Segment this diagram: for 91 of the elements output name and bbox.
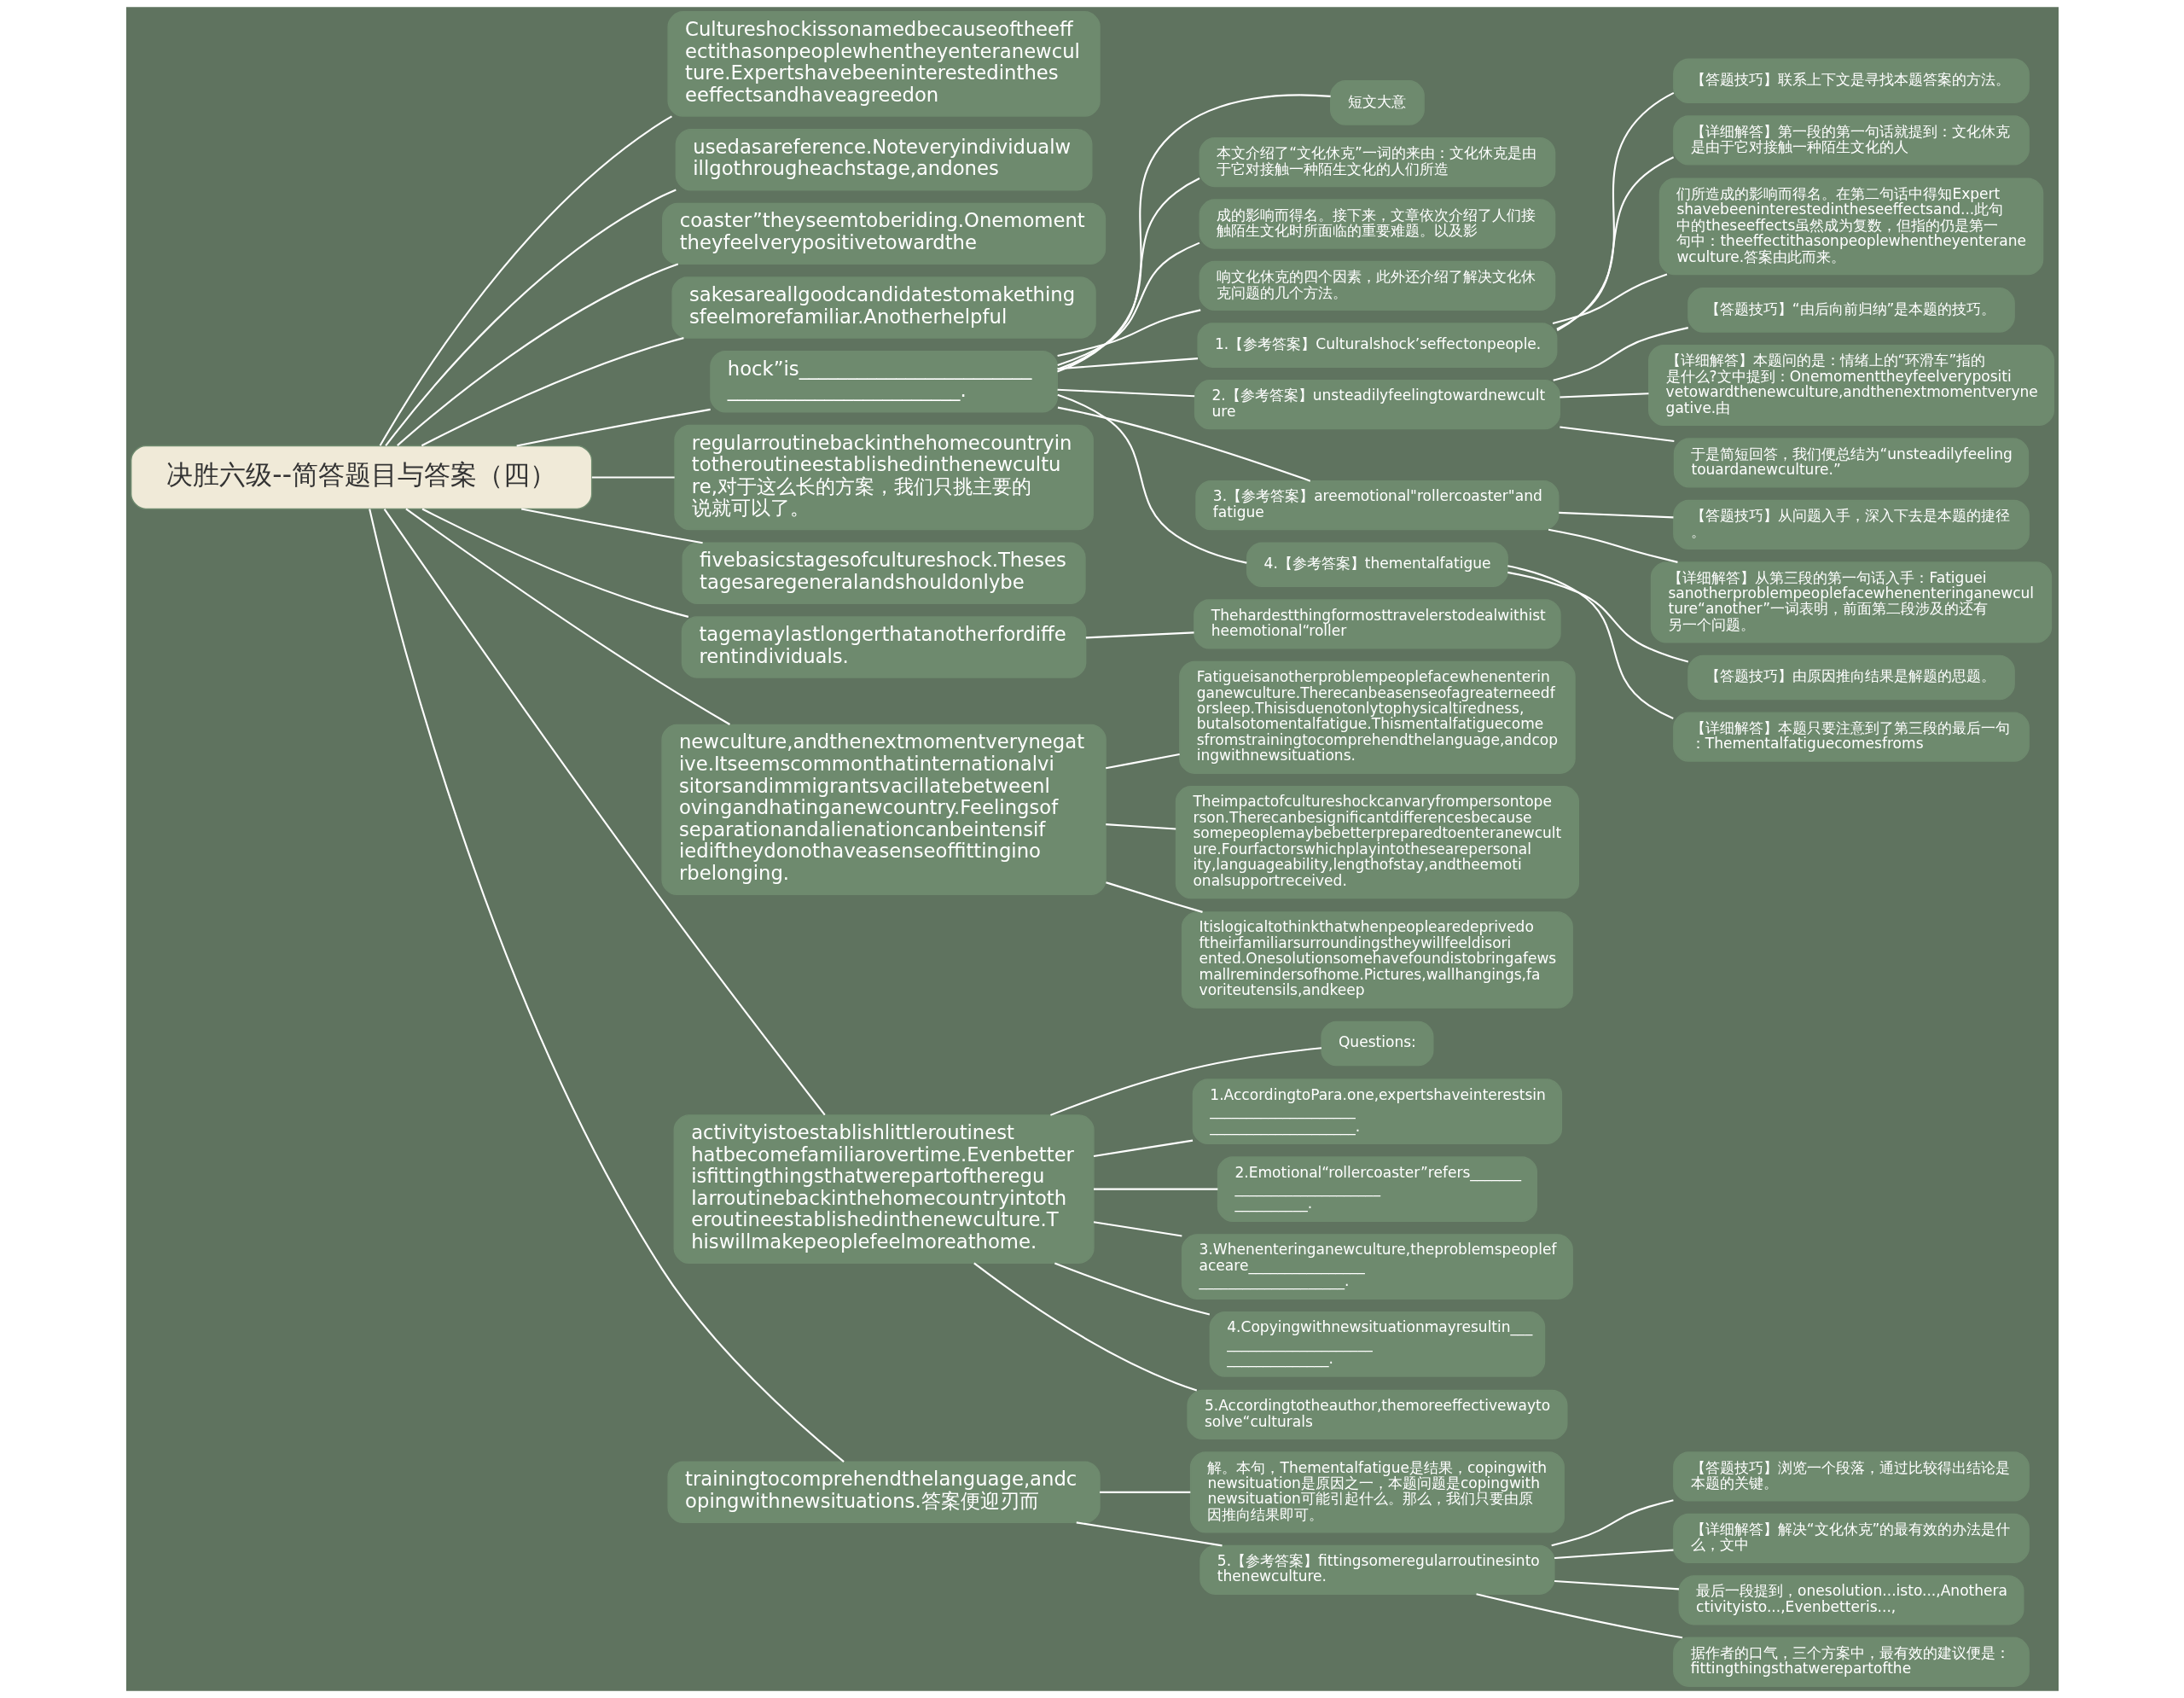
connector — [1057, 406, 1310, 482]
node-box: 1.【参考答案】Culturalshock’seffectonpeople. — [1196, 323, 1557, 368]
connector — [973, 1262, 1197, 1392]
connector — [1475, 1593, 1682, 1639]
node-box: 4.Copyingwithnewsituationmayresultin___ ____________________ ______________. — [1209, 1311, 1545, 1377]
node-box: 2.Emotional“rollercoaster”refers_______ ____________________ __________. — [1217, 1156, 1537, 1222]
node-box: 3.【参考答案】areemotional"rollercoaster"andfatigue — [1194, 480, 1560, 531]
connector — [421, 337, 684, 447]
connector — [1105, 881, 1203, 913]
connector — [1056, 393, 1247, 564]
node-box: 4.【参考答案】thementalfatigue — [1246, 542, 1508, 588]
connector — [1548, 528, 1678, 563]
node-box: 据作者的口气，三个方案中，最有效的建议便是：fittingthingsthatwerepartofthe — [1672, 1637, 2030, 1687]
connector — [1085, 631, 1194, 639]
connector — [368, 509, 845, 1462]
node-box: tagemaylastlongerthatanotherfordifferentindividuals. — [681, 616, 1086, 678]
connector — [1554, 1579, 1679, 1590]
connector — [1559, 393, 1649, 398]
node-box: Thehardestthingformosttravelerstodealwithistheemotional“roller — [1193, 599, 1561, 649]
connector — [404, 508, 730, 725]
node-box: usedasareference.Noteveryindividualwillgothrougheachstage,andones — [675, 128, 1092, 191]
node-box: 【答题技巧】从问题入手，深入下去是本题的捷径。 — [1672, 499, 2030, 550]
node-box: 最后一段提到，onesolution...isto...,Anotheractivityisto...,Evenbetteris..., — [1678, 1575, 2024, 1625]
node-box: 短文大意 — [1329, 80, 1425, 125]
connector — [1056, 177, 1199, 370]
connector — [1554, 1549, 1674, 1560]
connector — [1099, 1491, 1190, 1493]
node-box: fivebasicstagesofcultureshock.Thesestagesaregeneralandshouldonlybe — [682, 542, 1086, 604]
node-box: Itislogicaltothinkthatwhenpeoplearedeprivedoftheirfamiliarsurroundingstheywillfeeldisoriented.Onesolutionsomehavefoundistobringafewsmallremindersofhome.Pictures,wallhangings,favoriteutensils,andkeep — [1181, 911, 1573, 1009]
node-box: Questions: — [1320, 1021, 1433, 1067]
node-box: 【详细解答】第一段的第一句话就提到：文化休克是由于它对接触一种陌生文化的人 — [1672, 115, 2030, 166]
connector — [520, 508, 703, 544]
connector — [1105, 753, 1180, 770]
connector — [1093, 1139, 1193, 1157]
node-box: 【详细解答】从第三段的第一句话入手：Fatigueisanotherproblempeoplefacewhenenteringanewculture“another”一词表明，前面第二段涉及的还有另一个问题。 — [1650, 561, 2052, 643]
node-box: Cultureshockissonamedbecauseoftheeffectithasonpeoplewhentheyenteranewculture.Expertshavebeeninterestedintheseeffectsandhaveagreedon — [666, 11, 1101, 117]
connector — [1049, 1047, 1321, 1116]
connector — [1555, 156, 1674, 330]
connector — [1552, 273, 1667, 324]
node-box: 2.【参考答案】unsteadilyfeelingtowardnewculture — [1194, 380, 1560, 430]
node-box: 5.【参考答案】fittingsomeregularroutinesintothenewculture. — [1199, 1544, 1555, 1595]
connector — [379, 115, 672, 446]
connector — [383, 508, 826, 1116]
connector — [1056, 309, 1200, 358]
connector — [1093, 1221, 1182, 1237]
node-box: regularroutinebackinthehomecountryintotheroutineestablishedinthenewculture,对于这么长的方案，我们只挑主要的说就可以了。 — [673, 424, 1094, 531]
node-box: 【详细解答】解决“文化休克”的最有效的办法是什么，文中 — [1672, 1513, 2030, 1563]
node-box: sakesareallgoodcandidatestomakethingsfeelmorefamiliar.Anotherhelpful — [671, 276, 1096, 339]
node-box: Fatigueisanotherproblempeoplefacewhenenteringanewculture.Therecanbeasenseofagreaterneedforsleep.Thisisduenotonlytophysicaltiredness,butalsotomentalfatigue.Thismentalfatiguecomesfromstrainingtocomprehendthelanguage,andcopingwithnewsituations. — [1178, 660, 1576, 774]
connector — [1559, 426, 1674, 443]
node-box: 们所造成的影响而得名。在第二句话中得知Expertshavebeeninterestedintheseeffectsand...此句中的theseeffects虽然成为复数，但指的仍是第一句中：theeffectithasonpeoplewhentheyenteranewculture.答案由此而来。 — [1658, 177, 2043, 276]
connector — [1076, 1521, 1223, 1547]
node-box: 【答题技巧】“由后向前归纳”是本题的技巧。 — [1687, 288, 2015, 333]
node-box: hock”is________________________ ________________________. — [709, 351, 1058, 413]
connector — [1056, 241, 1199, 366]
connector — [1054, 1262, 1210, 1316]
node-box: 成的影响而得名。接下来，文章依次介绍了人们接触陌生文化时所面临的重要难题。以及影 — [1199, 199, 1555, 249]
connector — [1057, 358, 1198, 370]
node-box: 本文介绍了“文化休克”一词的来由：文化休克是由于它对接触一种陌生文化的人们所造 — [1199, 137, 1555, 188]
node-box: 3.Whenenteringanewculture,theproblemspeoplefaceare________________ ____________________. — [1181, 1234, 1573, 1300]
connector — [396, 263, 678, 446]
connector — [384, 189, 677, 447]
node-box: 【答题技巧】联系上下文是寻找本题答案的方法。 — [1672, 58, 2030, 104]
node-box: 【答题技巧】浏览一个段落，通过比较得出结论是本题的关键。 — [1672, 1451, 2030, 1502]
connector — [1507, 565, 1674, 720]
connector — [1550, 1499, 1674, 1547]
connector — [1552, 327, 1688, 381]
node-box: newculture,andthenextmomentverynegative.Itseemscommonthatinternationalvisitorsandimmigrantsvacillatebetweenlovingandhatinganewcountry.Feelingsofseparationandalienationcanbeintensifiediftheydonothaveasenseoffittinginorbelonging. — [660, 724, 1107, 895]
node-box: trainingtocomprehendthelanguage,andcopingwithnewsituations.答案便迎刃而 — [666, 1461, 1101, 1524]
node-box: Theimpactofcultureshockcanvaryfrompersontoperson.Therecanbesignificantdifferencesbecausesomepeoplemaybebetterpreparedtoenteranewculture.Fourfactorswhichplayintothesearepersonality,languageability,lengthofstay,andtheemotionalsupportreceived. — [1175, 786, 1579, 899]
connector — [1105, 823, 1176, 830]
connector — [1558, 511, 1674, 519]
node-box: 响文化休克的四个因素，此外还介绍了解决文化休克问题的几个方法。 — [1199, 260, 1555, 311]
connector — [1057, 388, 1194, 398]
connector — [1507, 571, 1688, 663]
node-box: 解。本句，Thementalfatigue是结果，copingwithnewsituation是原因之一，本题问题是copingwithnewsituation可能引起什么。那么，我们只要由原因推向结果即可。 — [1189, 1451, 1565, 1533]
connector — [1556, 91, 1674, 332]
connector — [591, 476, 675, 479]
node-box: 【答题技巧】由原因推向结果是解题的思题。 — [1687, 654, 2015, 701]
node-box: 【详细解答】本题只要注意到了第三段的最后一句：Thementalfatiguecomesfroms — [1672, 712, 2030, 762]
connector — [421, 508, 688, 618]
connector — [1056, 94, 1331, 373]
connector — [515, 408, 711, 447]
node-box: 于是简短回答，我们便总结为“unsteadilyfeelingtouardanewculture.” — [1673, 438, 2029, 488]
node-box: 【详细解答】本题问的是：情绪上的“环滑车”指的是什么?文中提到：Onemomenttheyfeelverypositivetowardthenewculture,andthenextmomentverynegative.由 — [1647, 344, 2054, 427]
node-box: 1.AccordingtoPara.one,expertshaveinterestsin____________________ ____________________. — [1192, 1079, 1562, 1144]
connector — [1093, 1188, 1217, 1190]
node-box: activityistoestablishlittleroutinesthatbecomefamiliarovertime.Evenbetterisfittingthingsthatwerepartoftheregularroutinebackinthehomecountryintotheroutineestablishedinthenewculture.Thiswillmakepeoplefeelmoreathome. — [673, 1114, 1095, 1264]
node-box: 决胜六级--简答题目与答案（四） — [130, 445, 592, 510]
node-box: 5.Accordingtotheauthor,themoreeffectivewaytosolve“culturals — [1186, 1389, 1567, 1439]
node-box: coaster”theyseemtoberiding.Onemomenttheyfeelverypositivetowardthe — [661, 202, 1106, 265]
